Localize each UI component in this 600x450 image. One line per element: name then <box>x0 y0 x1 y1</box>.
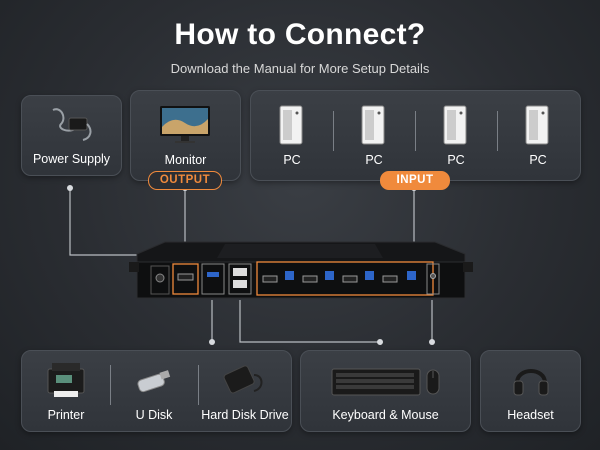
usb-drive-icon <box>137 370 171 393</box>
printer-icon <box>47 363 85 397</box>
power-supply-card: Power Supply <box>21 95 122 176</box>
pc-divider <box>497 111 498 151</box>
pc-tower-icon <box>279 105 303 145</box>
mouse-icon <box>426 369 440 395</box>
pc-tower-icon <box>525 105 549 145</box>
keyboard-mouse-label: Keyboard & Mouse <box>332 408 439 422</box>
headset-card: Headset <box>480 350 581 432</box>
pc-label-4: PC <box>529 153 547 167</box>
pc-card: PC PC PC PC <box>250 90 581 181</box>
hdd-label: Hard Disk Drive <box>201 408 289 422</box>
hard-disk-icon <box>223 365 263 394</box>
pc-tower-icon <box>361 105 385 145</box>
monitor-label: Monitor <box>164 153 207 167</box>
page-subtitle: Download the Manual for More Setup Detai… <box>170 61 430 76</box>
headset-label: Headset <box>507 408 554 422</box>
monitor-card: Monitor <box>130 90 241 181</box>
pc-label-2: PC <box>365 153 383 167</box>
storage-card: Printer U Disk Hard Disk Drive <box>21 350 292 432</box>
pc-label-3: PC <box>447 153 465 167</box>
keyboard-icon <box>331 368 421 396</box>
printer-label: Printer <box>47 408 85 422</box>
power-adapter-icon <box>52 108 92 141</box>
storage-divider <box>198 365 199 405</box>
output-badge: OUTPUT <box>148 171 222 190</box>
pc-divider <box>415 111 416 151</box>
kvm-switch-device <box>129 241 473 299</box>
power-supply-label: Power Supply <box>32 152 111 166</box>
storage-divider <box>110 365 111 405</box>
headset-icon <box>513 369 549 396</box>
page-title: How to Connect? <box>174 18 426 51</box>
pc-label-1: PC <box>283 153 301 167</box>
monitor-icon <box>160 106 210 143</box>
keyboard-mouse-card: Keyboard & Mouse <box>300 350 471 432</box>
pc-tower-icon <box>443 105 467 145</box>
udisk-label: U Disk <box>135 408 173 422</box>
input-badge: INPUT <box>380 171 450 190</box>
pc-divider <box>333 111 334 151</box>
kbm-line <box>239 300 380 343</box>
